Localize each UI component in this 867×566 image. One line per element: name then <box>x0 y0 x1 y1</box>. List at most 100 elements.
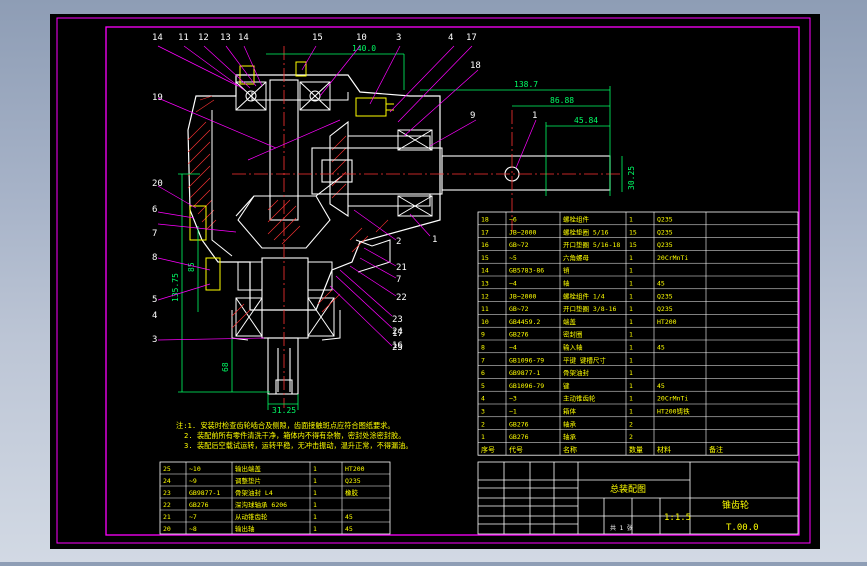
inner-frame <box>105 26 800 536</box>
bom-lower-cell: GB276 <box>189 501 209 509</box>
bom-lower-cell: Q235 <box>345 477 361 485</box>
bom-upper-cell: 7 <box>481 356 485 364</box>
balloon-label: 8 <box>152 253 157 263</box>
bom-upper-cell: 螺栓组件 1/4 <box>563 291 605 300</box>
balloon-label: 11 <box>178 33 189 43</box>
bom-upper-cell: 平键 键槽尺寸 <box>563 355 606 364</box>
bom-upper-frame <box>477 211 799 456</box>
bom-upper-cell: 3 <box>481 408 485 416</box>
sheet-count: 共 1 张 <box>610 524 633 532</box>
drawing-sheet <box>50 14 820 549</box>
bom-lower-cell: 输出轴 <box>235 524 255 533</box>
balloon-label: 24 <box>392 327 403 337</box>
bom-upper-cell: 2 <box>629 420 633 428</box>
bom-upper-cell: 6 <box>481 369 485 377</box>
bom-upper-cell: Q235 <box>657 216 673 224</box>
dim-left-b: 68 <box>221 362 230 372</box>
bom-upper-cell: 轴承 <box>563 432 577 441</box>
bom-lower-cell: 24 <box>163 477 171 485</box>
bom-upper-cell: 10 <box>481 318 489 326</box>
bom-upper-header: 名称 <box>563 445 577 454</box>
balloon-label: 25 <box>392 343 403 353</box>
bom-upper-cell: 8 <box>481 344 485 352</box>
balloon-label: 4 <box>152 311 157 321</box>
balloon-label: 1 <box>532 111 537 121</box>
bom-upper-cell: GB5783-86 <box>509 267 544 275</box>
balloon-label: 17 <box>466 33 477 43</box>
bom-upper-cell: 2 <box>481 420 485 428</box>
bom-upper-cell: 螺栓垫圈 5/16 <box>563 227 609 236</box>
balloon-label: 6 <box>152 205 157 215</box>
bom-upper-cell: 45 <box>657 280 665 288</box>
bom-lower-cell: 45 <box>345 525 353 533</box>
bom-upper-cell: 轴 <box>563 279 570 288</box>
bom-upper-cell: 端盖 <box>563 317 577 326</box>
bom-upper-cell: 箱体 <box>563 407 577 416</box>
bom-upper-cell: GB276 <box>509 331 529 339</box>
bom-upper-cell: 主动锥齿轮 <box>563 394 596 403</box>
bom-upper-cell: GB~72 <box>509 241 529 249</box>
bom-upper-cell: ~4 <box>509 344 517 352</box>
balloon-label: 10 <box>356 33 367 43</box>
balloon-label: 5 <box>152 295 157 305</box>
dim-vert: 135.75 <box>171 273 180 302</box>
balloon-label: 21 <box>396 263 407 273</box>
bom-upper-cell: 轴承 <box>563 419 577 428</box>
bom-lower-cell: 25 <box>163 465 171 473</box>
bom-upper-cell: HT200 <box>657 318 677 326</box>
balloon-label: 3 <box>396 33 401 43</box>
balloon-label: 17 <box>392 329 403 339</box>
bom-upper-cell: 输入轴 <box>563 343 583 352</box>
bom-lower-cell: 橡胶 <box>345 488 359 497</box>
note-2: 2. 装配前所有零件清洗干净，箱体内不得有杂物，密封处涂密封胶。 <box>184 431 405 440</box>
bom-upper-cell: ~6 <box>509 216 517 224</box>
dim-left-a: 85 <box>187 262 196 272</box>
balloon-label: 15 <box>312 33 323 43</box>
bom-upper-cell: 六角螺母 <box>563 253 590 262</box>
gearbox-assembly <box>187 46 620 408</box>
bom-upper-cell: 13 <box>481 280 489 288</box>
bom-lower-cell: GB9877-1 <box>189 489 220 497</box>
assembly-notes: 注:1. 安装时检查齿轮啮合及侧隙，齿面接触斑点应符合图纸要求。 2. 装配前所… <box>176 421 413 450</box>
bom-upper-cell: ~3 <box>509 395 517 403</box>
bom-upper-cell: 1 <box>629 331 633 339</box>
bom-lower-cell: 45 <box>345 513 353 521</box>
bom-lower-cell: 21 <box>163 513 171 521</box>
balloon-label: 14 <box>152 33 163 43</box>
bom-upper-cell: ~1 <box>509 408 517 416</box>
balloon-label: 18 <box>470 61 481 71</box>
bom-lower-cell: 22 <box>163 501 171 509</box>
bom-upper-cell: Q235 <box>657 228 673 236</box>
scale-value: 1:1.5 <box>664 513 691 523</box>
bom-upper-cell: Q235 <box>657 241 673 249</box>
bom-upper-cell: 1 <box>629 292 633 300</box>
bom-lower-cell: 1 <box>313 477 317 485</box>
title-block <box>477 461 799 535</box>
part-code: T.00.0 <box>726 523 759 533</box>
bom-lower-cell: 1 <box>313 525 317 533</box>
bom-lower-cell: ~7 <box>189 513 197 521</box>
bom-upper-cell: 4 <box>481 395 485 403</box>
balloon-label: 3 <box>152 335 157 345</box>
balloon-label: 16 <box>392 341 403 351</box>
bom-lower-cell: 深沟球轴承 6206 <box>235 500 287 509</box>
bom-upper-cell: 11 <box>481 305 489 313</box>
bom-upper-cell: 15 <box>629 228 637 236</box>
bom-upper-cell: HT200铸铁 <box>657 407 690 416</box>
bom-upper-header: 材料 <box>657 445 671 454</box>
bom-upper-cell: 螺栓组件 <box>563 215 590 224</box>
balloon-label: 14 <box>238 33 249 43</box>
bom-lower-cell: 1 <box>313 513 317 521</box>
bom-upper-cell: ~5 <box>509 254 517 262</box>
bom-upper-cell: JB~2000 <box>509 292 536 300</box>
bom-upper-cell: 键 <box>563 381 570 390</box>
balloon-label: 7 <box>152 229 157 239</box>
dim-shaft-end: 30.25 <box>627 166 636 190</box>
balloon-label: 4 <box>448 33 453 43</box>
bom-upper-cell: 密封圈 <box>563 330 583 339</box>
balloon-label: 20 <box>152 179 163 189</box>
